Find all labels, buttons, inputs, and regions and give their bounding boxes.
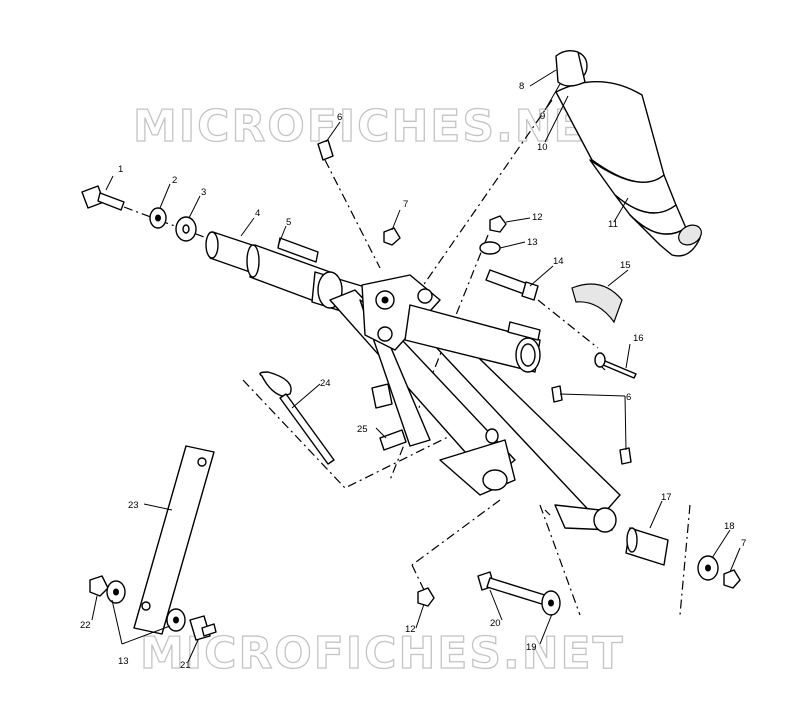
washer-18 — [697, 555, 719, 581]
callout-23: 23 — [128, 500, 139, 511]
center-bracket — [361, 274, 541, 373]
callout-numbers: 1 2 3 4 5 6 6 7 7 8 9 10 11 12 12 13 13 … — [80, 81, 746, 671]
washer-13-upper — [479, 241, 501, 255]
bolt-25 — [379, 429, 407, 451]
washer-13-lower-left — [106, 580, 126, 604]
callout-2: 2 — [172, 175, 177, 186]
callout-11: 11 — [608, 219, 618, 230]
callout-13-lower: 13 — [118, 656, 129, 667]
callout-19: 19 — [526, 642, 537, 653]
callout-20: 20 — [490, 618, 501, 629]
callout-25: 25 — [357, 424, 368, 435]
bolt-21 — [189, 615, 217, 641]
callout-16: 16 — [633, 333, 644, 344]
nut-7-lower — [723, 569, 741, 589]
callout-3: 3 — [201, 187, 206, 198]
strap-23 — [133, 445, 215, 635]
callout-5: 5 — [286, 217, 291, 228]
nut-22 — [89, 575, 109, 597]
callout-8: 8 — [519, 81, 524, 92]
callout-21: 21 — [180, 660, 191, 671]
bolt-20 — [477, 571, 549, 606]
spacer-17 — [625, 527, 669, 566]
callout-13-upper: 13 — [527, 237, 538, 248]
watermark-bottom: MICROFICHES.NET — [140, 628, 625, 679]
callout-1: 1 — [118, 164, 123, 175]
washer-19 — [541, 590, 561, 616]
callout-4: 4 — [255, 208, 260, 219]
callout-7-upper: 7 — [403, 199, 408, 210]
callout-24: 24 — [320, 378, 331, 389]
callout-15: 15 — [620, 260, 631, 271]
nut-12-lower — [417, 587, 435, 607]
callout-17: 17 — [661, 492, 672, 503]
callout-6-top: 6 — [337, 112, 342, 123]
washer-3 — [175, 216, 197, 242]
bracket-15 — [571, 283, 623, 324]
callout-7-lower: 7 — [741, 538, 746, 549]
watermark-top: MICROFICHES.NET — [133, 101, 618, 152]
pin-24 — [259, 371, 335, 465]
callout-12-upper: 12 — [532, 212, 543, 223]
callout-14: 14 — [553, 256, 564, 267]
callout-6-right: 6 — [626, 392, 631, 403]
callout-12-lower: 12 — [405, 624, 416, 635]
nut-7-upper — [383, 227, 401, 246]
bushing — [371, 383, 393, 409]
grease-fittings-6-right — [551, 385, 632, 465]
grease-fitting-6-top — [317, 139, 334, 161]
callout-9: 9 — [540, 111, 545, 122]
nut-12-upper — [489, 215, 507, 233]
bolt-14 — [485, 269, 539, 301]
assembly-lines — [123, 99, 691, 616]
callout-10: 10 — [537, 142, 548, 153]
bolt-1 — [81, 185, 125, 211]
washer-2 — [149, 207, 167, 229]
shock-absorber — [555, 49, 702, 257]
washer-13-lower-right — [166, 608, 186, 632]
callout-18: 18 — [724, 521, 735, 532]
leader-lines — [91, 69, 741, 663]
pin-16 — [594, 352, 637, 379]
callout-22: 22 — [80, 620, 91, 631]
